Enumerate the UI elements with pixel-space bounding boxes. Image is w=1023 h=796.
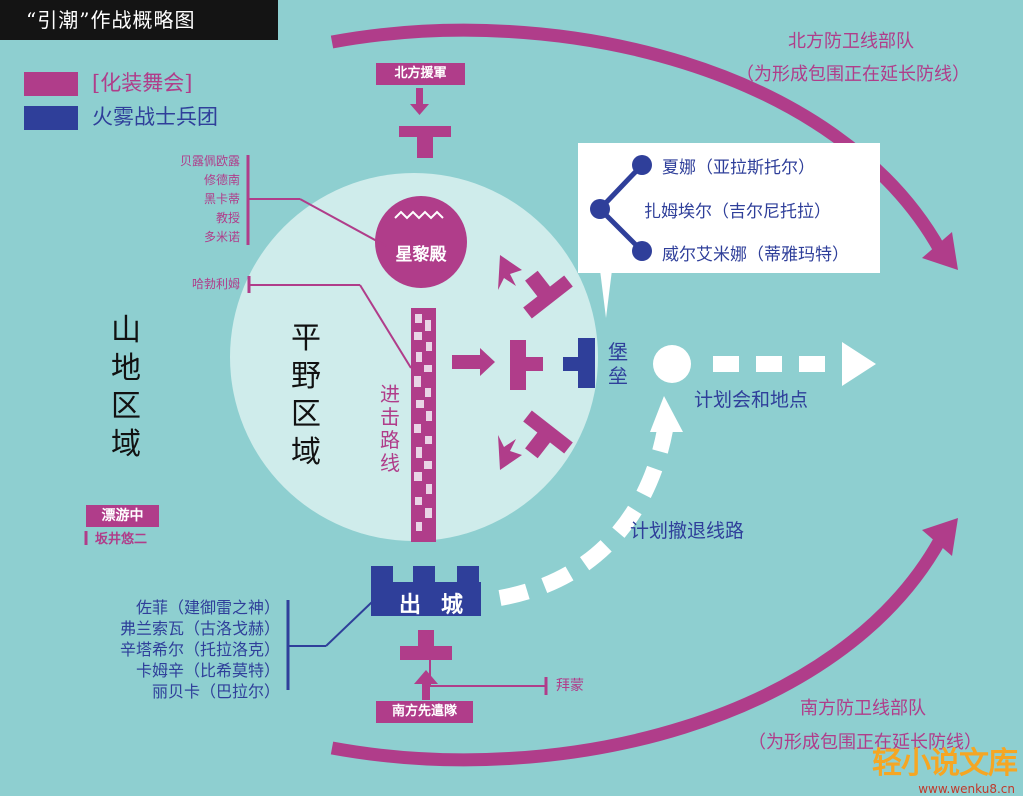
south-flank-arrowhead: [922, 518, 958, 556]
sortie-member-list: 佐菲（建御雷之神） 弗兰索瓦（古洛戈赫） 辛塔希尔（托拉洛克） 卡姆辛（比希莫特…: [80, 597, 280, 702]
callout-member: 夏娜（亚拉斯托尔）: [662, 158, 815, 178]
south-vanguard-arrow: [414, 670, 438, 684]
drifting-tag: 漂游中: [86, 505, 159, 527]
shrine-member: 贝露佩欧露: [179, 154, 240, 168]
sortie-gate: [371, 566, 481, 616]
north-flank-arrowhead: [922, 232, 958, 270]
assault-units: [452, 255, 573, 470]
sortie-label-1: 出: [398, 593, 421, 618]
fortress-label: 堡垒: [608, 340, 628, 388]
callout-connector: [590, 155, 652, 261]
plain-region-label: 平野区域: [291, 321, 321, 470]
south-unit-marker: [400, 646, 452, 660]
sortie-member: 卡姆辛（比希莫特）: [135, 661, 280, 680]
harbin-name: 哈勃利姆: [191, 277, 240, 291]
drifting-name: 坂井悠二: [95, 532, 148, 547]
sortie-member: 丽贝卡（巴拉尔）: [151, 682, 280, 701]
shrine-circle: [375, 196, 467, 288]
baimeng-label: 拜蒙: [556, 678, 584, 694]
south-vanguard-tag: 南方先遣隊: [376, 701, 473, 723]
advance-route-rocks: [414, 314, 432, 531]
north-defense-title: 北方防卫线部队: [788, 31, 914, 52]
north-defense-note: （为形成包围正在延长防线）: [736, 64, 970, 85]
legend-swatch-masquerade: [24, 72, 78, 96]
legend-label-flame-haze: 火雾战士兵团: [92, 105, 218, 129]
south-defense-title: 南方防卫线部队: [800, 698, 926, 719]
fortress-marker: [563, 338, 595, 388]
callout-member: 扎姆埃尔（吉尔尼托拉）: [644, 202, 831, 222]
watermark-logo: 轻小说文库: [872, 746, 1018, 781]
legend-label-masquerade: [化装舞会]: [92, 71, 193, 95]
shrine-member: 黑卡蒂: [203, 192, 240, 206]
south-flank-arc: [330, 536, 946, 767]
south-defense-note: （为形成包围正在延长防线）: [748, 732, 982, 753]
advance-route-label: 进击路线: [380, 382, 400, 475]
shrine-crest: [394, 210, 444, 220]
north-unit-marker: [399, 126, 451, 137]
legend-swatch-flame-haze: [24, 106, 78, 130]
north-flank-arc: [330, 23, 946, 254]
harbin-label: 哈勃利姆: [164, 275, 240, 294]
callout-member: 威尔艾米娜（蒂雅玛特）: [662, 245, 849, 265]
sortie-member: 辛塔希尔（托拉洛克）: [119, 640, 280, 659]
watermark-url: www.wenku8.cn: [918, 782, 1015, 796]
flame-haze-callout: 夏娜（亚拉斯托尔） 扎姆埃尔（吉尔尼托拉） 威尔艾米娜（蒂雅玛特）: [578, 143, 880, 273]
sortie-member: 弗兰索瓦（古洛戈赫）: [119, 619, 280, 638]
map-title: “引潮”作战概略图: [0, 0, 278, 40]
retreat-route-label: 计划撤退线路: [630, 520, 745, 542]
north-reinforcement-arrow: [410, 104, 429, 115]
callout-pointer: [600, 270, 612, 318]
shrine-member-list: 贝露佩欧露 修德南 黑卡蒂 教授 多米诺: [164, 152, 240, 247]
rally-dashed-arrow: [713, 342, 876, 386]
shrine-label: 星黎殿: [395, 245, 447, 265]
sortie-label-2: 城: [440, 593, 463, 618]
shrine-member: 教授: [215, 211, 240, 225]
mountain-region-label: 山地区域: [111, 313, 141, 462]
shrine-member: 修德南: [203, 173, 240, 187]
rally-point-dot: [653, 345, 691, 383]
rally-point-label: 计划会和地点: [694, 389, 809, 411]
sortie-member: 佐菲（建御雷之神）: [135, 598, 280, 617]
north-reinforcement-tag: 北方援軍: [376, 63, 465, 85]
shrine-member: 多米诺: [203, 230, 240, 244]
